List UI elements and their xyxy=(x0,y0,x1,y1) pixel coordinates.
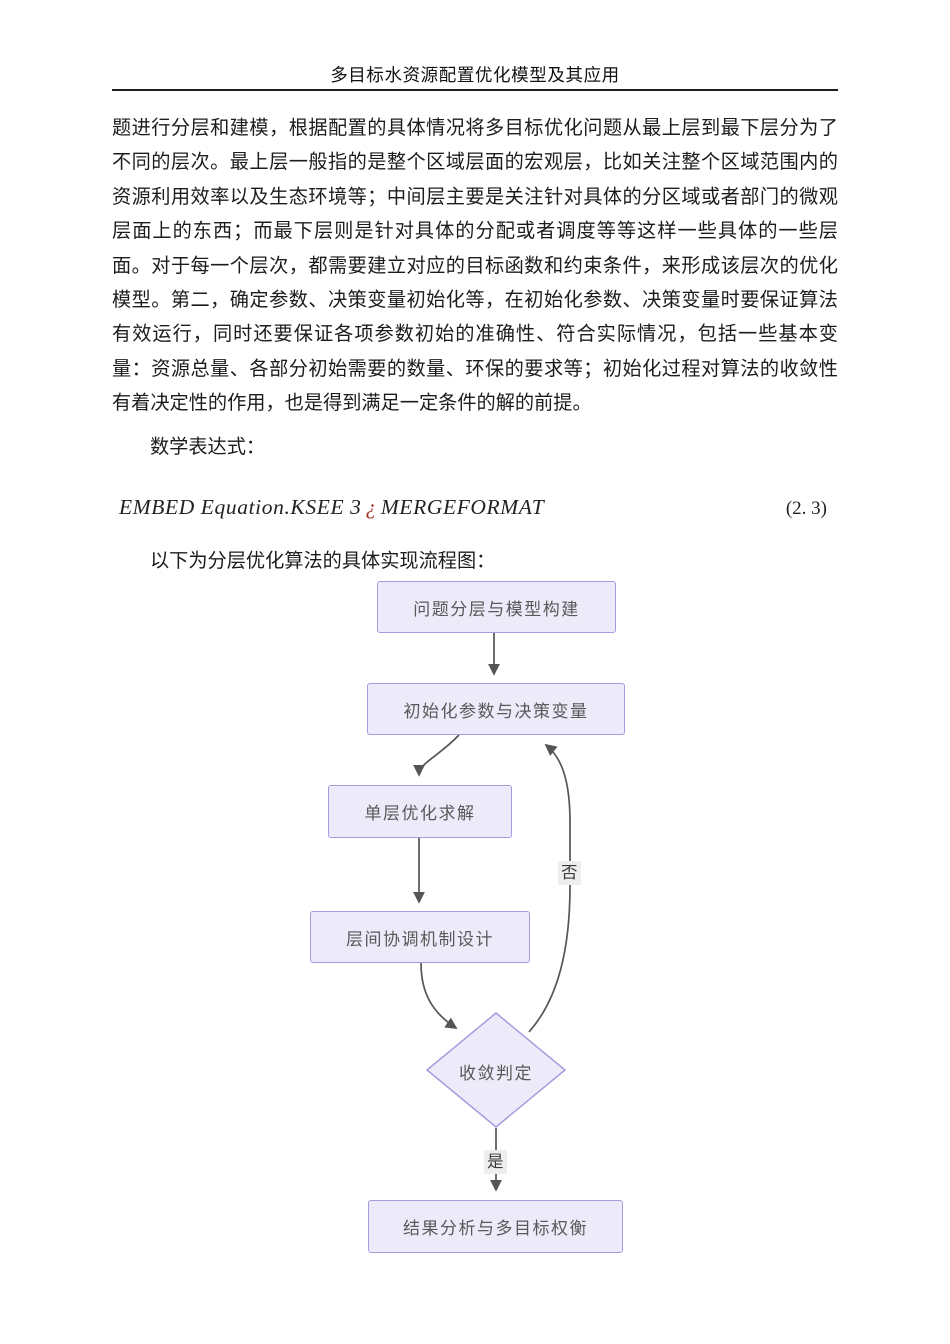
flow-node-label: 结果分析与多目标权衡 xyxy=(403,1219,588,1238)
flow-node-result-analysis: 结果分析与多目标权衡 xyxy=(368,1200,623,1253)
paragraph-line: 题进行分层和建模，根据配置的具体情况将多目标优化问题从最上层到最下层分为了 xyxy=(112,118,838,139)
decision-diamond-shape xyxy=(425,1012,567,1128)
equation-suffix: MERGEFORMAT xyxy=(380,495,545,519)
paragraph-line: 模型。第二，确定参数、决策变量初始化等，在初始化参数、决策变量时要保证算法 xyxy=(112,289,838,311)
flow-node-single-layer-solve: 单层优化求解 xyxy=(328,785,512,838)
flow-node-convergence-decision: 收敛判定 xyxy=(459,1064,533,1083)
equation-field-code: EMBED Equation.KSEE 3¿MERGEFORMAT xyxy=(112,495,544,520)
flow-node-label: 问题分层与模型构建 xyxy=(413,599,580,619)
flow-node-interlayer-coordination: 层间协调机制设计 xyxy=(310,911,530,963)
header-divider xyxy=(112,89,838,91)
paragraph-line: 量：资源总量、各部分初始需要的数量、环保的要求等；初始化过程对算法的收敛性 xyxy=(112,358,838,380)
body-paragraph: 题进行分层和建模，根据配置的具体情况将多目标优化问题从最上层到最下层分为了 不同… xyxy=(112,112,838,422)
math-expression-label: 数学表达式： xyxy=(150,437,266,458)
flow-node-initialize-params: 初始化参数与决策变量 xyxy=(367,683,625,735)
arrow-diamond-no-return-to-node2 xyxy=(528,743,571,1033)
paragraph-line: 不同的层次。最上层一般指的是整个区域层面的宏观层，比如关注整个区域范围内的 xyxy=(112,152,838,174)
flow-node-label: 单层优化求解 xyxy=(364,804,476,823)
flowchart-intro-text: 以下为分层优化算法的具体实现流程图： xyxy=(150,551,496,572)
flow-node-label: 初始化参数与决策变量 xyxy=(403,701,589,721)
edge-label-yes: 是 xyxy=(484,1150,507,1175)
equation-row: EMBED Equation.KSEE 3¿MERGEFORMAT (2. 3) xyxy=(112,495,838,520)
paragraph-line: 面。对于每一个层次，都需要建立对应的目标函数和约束条件，来形成该层次的优化 xyxy=(112,255,838,277)
equation-number: (2. 3) xyxy=(785,498,827,519)
paragraph-line: 有着决定性的作用，也是得到满足一定条件的解的前提。 xyxy=(112,393,592,415)
paragraph-line: 资源利用效率以及生态环境等；中间层主要是关注针对具体的分区域或者部门的微观 xyxy=(112,186,838,208)
arrow-node2-to-node3 xyxy=(413,734,460,777)
arrow-node4-to-diamond xyxy=(420,962,458,1029)
paragraph-line: 有效运行，同时还要保证各项参数初始的准确性、符合实际情况，包括一些基本变 xyxy=(112,324,838,346)
flow-node-problem-layering: 问题分层与模型构建 xyxy=(377,581,616,633)
edge-label-no: 否 xyxy=(558,861,581,886)
equation-prefix: EMBED Equation.KSEE 3 xyxy=(119,495,362,519)
equation-broken-field-glyph: ¿ xyxy=(365,495,377,519)
paragraph-line: 层面上的东西；而最下层则是针对具体的分配或者调度等等这样一些具体的一些层 xyxy=(112,221,838,243)
flow-node-label: 层间协调机制设计 xyxy=(346,929,494,949)
page-header-title: 多目标水资源配置优化模型及其应用 xyxy=(330,65,620,85)
